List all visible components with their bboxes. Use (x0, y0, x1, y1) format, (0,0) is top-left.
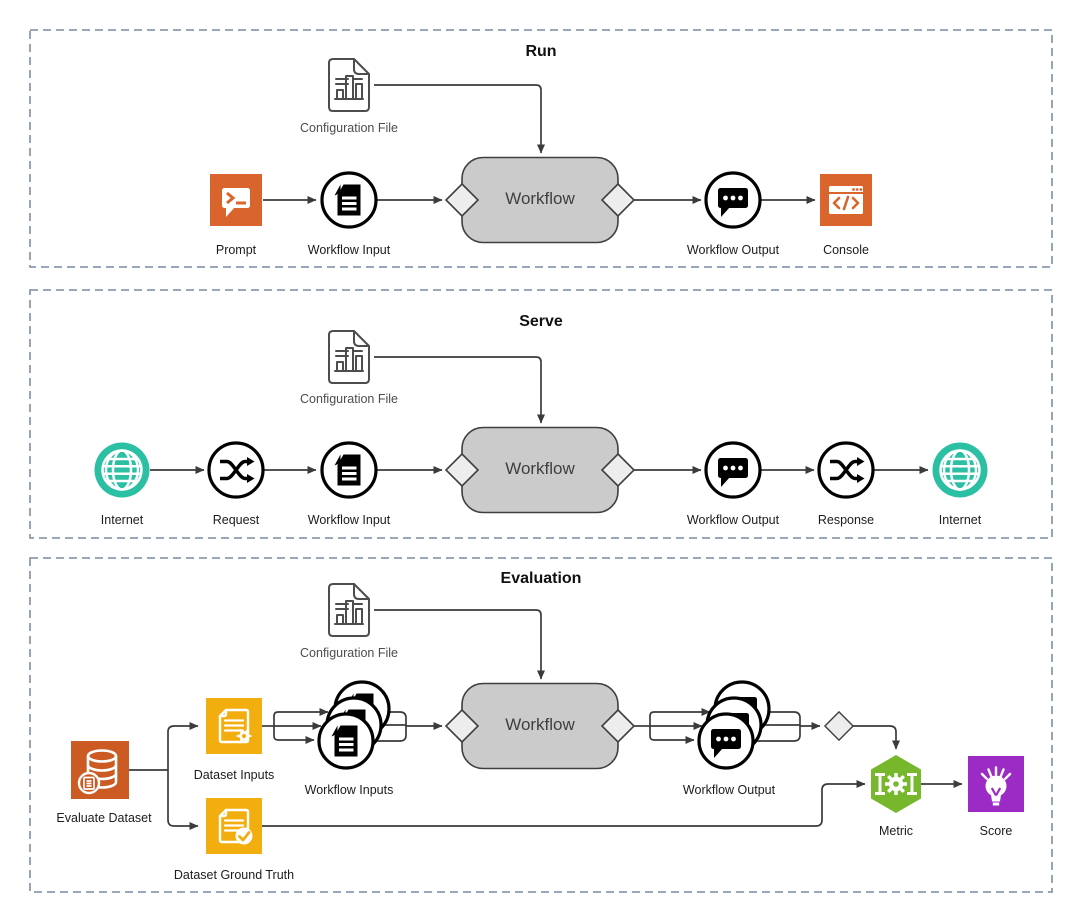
configuration-file-label: Configuration File (300, 392, 398, 406)
console-icon (818, 172, 874, 228)
workflow-output-label: Workflow Output (682, 783, 776, 797)
gateway-diamond-icon (824, 711, 854, 741)
workflow-input-label: Workflow Input (307, 243, 391, 257)
internet-label: Internet (100, 513, 144, 527)
workflow-input-icon (320, 441, 378, 499)
evaluation-panel-title: Evaluation (500, 570, 582, 587)
run-panel-border (29, 29, 1053, 268)
workflow-box-label: Workflow (505, 189, 575, 208)
configuration-file-icon (328, 58, 370, 112)
workflow-box-label: Workflow (505, 715, 575, 734)
run-panel-title: Run (525, 43, 557, 60)
connector-edges (129, 84, 963, 830)
request-label: Request (212, 513, 260, 527)
evaluate-dataset-label: Evaluate Dataset (56, 811, 152, 825)
workflow-output-label: Workflow Output (686, 513, 780, 527)
configuration-file-label: Configuration File (300, 121, 398, 135)
score-label: Score (979, 824, 1013, 838)
evaluate-dataset-icon (69, 739, 131, 801)
workflow-inputs-stack-icon (317, 680, 391, 770)
internet-label: Internet (938, 513, 982, 527)
response-label: Response (817, 513, 875, 527)
configuration-file-icon (328, 330, 370, 384)
serve-panel-border (29, 289, 1053, 539)
metric-label: Metric (878, 824, 914, 838)
internet-icon (931, 441, 989, 499)
request-icon (207, 441, 265, 499)
dataset-ground-truth-icon (206, 798, 262, 854)
score-icon (966, 754, 1026, 814)
prompt-icon (208, 172, 264, 228)
console-label: Console (823, 243, 869, 257)
internet-icon (93, 441, 151, 499)
workflow-input-label: Workflow Input (307, 513, 391, 527)
metric-icon (869, 753, 923, 815)
configuration-file-label: Configuration File (300, 646, 398, 660)
workflow-output-label: Workflow Output (686, 243, 780, 257)
response-icon (817, 441, 875, 499)
evaluation-panel-border (29, 557, 1053, 893)
dataset-inputs-label: Dataset Inputs (193, 768, 275, 782)
prompt-label: Prompt (215, 243, 257, 257)
dataset-inputs-icon (206, 698, 262, 754)
workflow-input-icon (320, 171, 378, 229)
workflow-output-icon (704, 171, 762, 229)
dataset-ground-truth-label: Dataset Ground Truth (173, 868, 295, 882)
workflow-box-label: Workflow (505, 459, 575, 478)
workflow-output-icon (704, 441, 762, 499)
workflow-output-stack-icon (697, 680, 771, 770)
configuration-file-icon (328, 583, 370, 637)
panel-borders (29, 29, 1053, 893)
serve-panel-title: Serve (519, 313, 563, 330)
workflow-inputs-label: Workflow Inputs (304, 783, 394, 797)
